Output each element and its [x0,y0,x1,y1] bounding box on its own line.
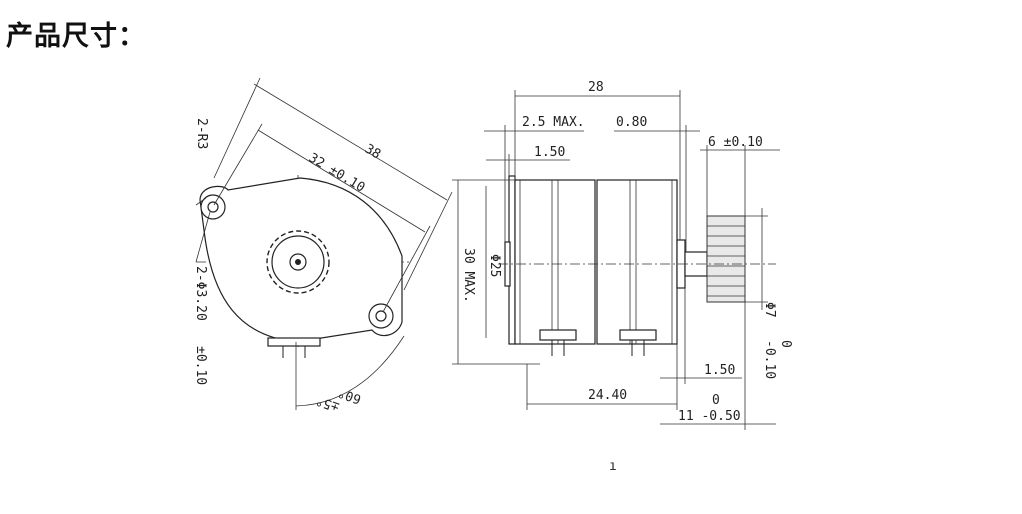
dim-flange-max: 2.5 MAX. [522,115,585,130]
dim-pinion-width: 6 ±0.10 [708,135,763,150]
dim-shaft-gap: 0.80 [616,115,647,130]
dim-height-max: 30 MAX. [461,248,476,303]
mounting-hole-left-inner [207,201,219,213]
dim-shaft-length: 11 -0.50 [678,409,741,424]
label-hole-tolerance: ±0.10 [193,346,208,385]
dim-pinion-diameter-lower: -0.10 [762,340,777,379]
dim-overall-length: 38 [362,142,383,163]
label-corner-radius: 2-R3 [194,118,209,149]
page-title: 产品尺寸： [6,21,146,52]
pinion-gear [266,230,330,294]
front-view: 38 32 ±0.10 2-R3 2-Φ3.20 ±0.10 60° ±5° [193,77,453,414]
pinion-gear-side [706,215,746,303]
dim-line-38 [253,83,448,201]
stator-can-left [514,179,596,345]
dim-body-length: 24.40 [588,388,627,403]
side-view: 28 2.5 MAX. 0.80 6 ±0.10 1.50 30 MAX. Φ2… [452,80,793,430]
dim-flange-thickness: 1.50 [534,145,565,160]
mounting-hole-right-inner [375,310,387,322]
angle-arc [295,335,405,407]
terminal-pins-front [267,337,321,358]
terminal-blocks-side [539,329,657,356]
dim-overall-width: 28 [588,80,604,95]
dim-line-32 [257,129,426,233]
stray-mark: ı [609,459,617,474]
dim-boss-diameter: Φ25 [487,254,502,277]
label-hole-diameter: 2-Φ3.20 [193,266,208,321]
dim-collar-width: 1.50 [704,363,735,378]
dim-pinion-diameter: Φ7 [762,302,777,318]
dim-pinion-diameter-upper: 0 [778,340,793,348]
stator-can-right [596,179,678,345]
dim-shaft-length-upper: 0 [712,393,720,408]
